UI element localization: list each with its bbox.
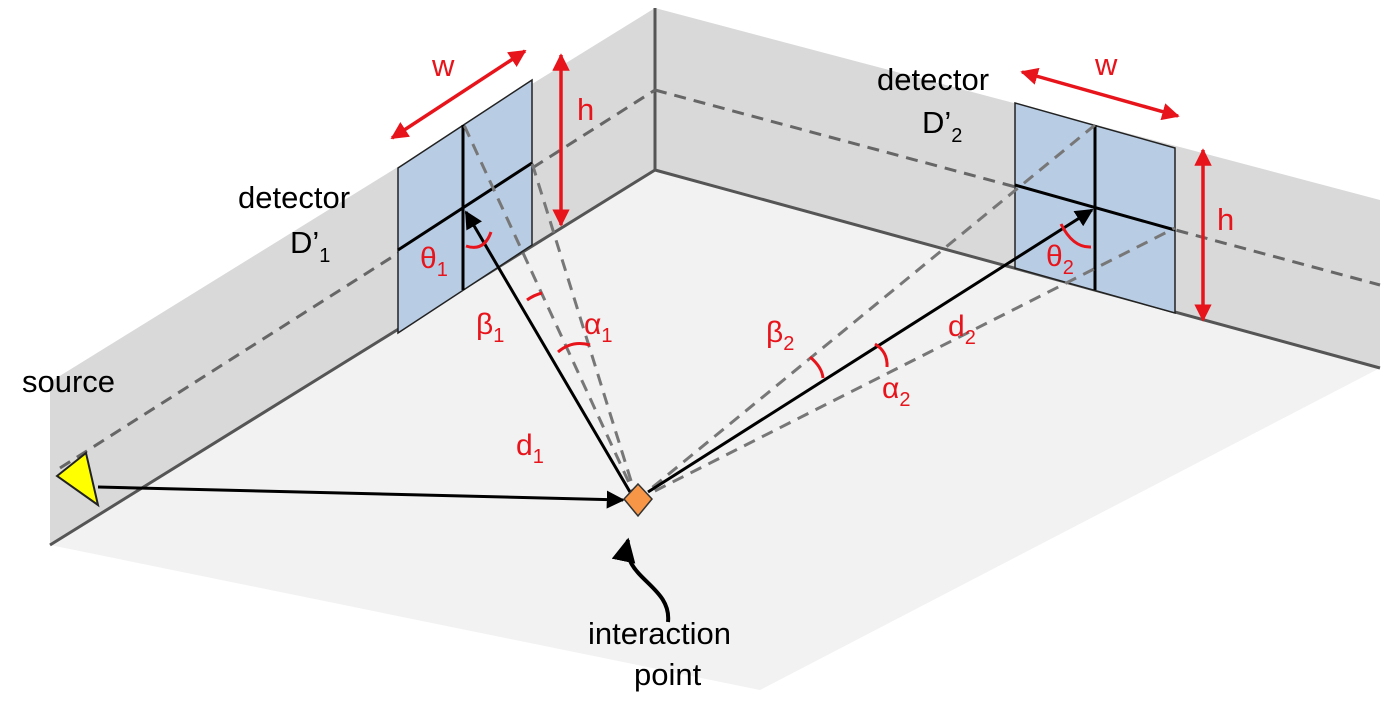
- floor: [50, 170, 1380, 690]
- interaction-label-line2: point: [634, 657, 702, 692]
- d1-label: d1: [516, 429, 544, 468]
- theta2-label: θ2: [1046, 240, 1074, 279]
- source-icon: [55, 451, 100, 508]
- interaction-pointer-arrow: [611, 537, 671, 623]
- detector1-word: detector: [238, 180, 350, 215]
- w1-arrow: [390, 49, 527, 140]
- detector2-word: detector: [877, 62, 989, 97]
- beta1-label: β1: [476, 308, 504, 347]
- alpha1-arc: [557, 342, 591, 354]
- ray-source-to-interaction: [97, 485, 625, 509]
- source-label: source: [22, 364, 115, 399]
- interaction-point-icon: [623, 482, 653, 518]
- w2-arrow: [1020, 67, 1180, 121]
- detector-1: [397, 78, 533, 335]
- theta1-arc: [465, 231, 493, 249]
- d2-label: d2: [948, 310, 976, 349]
- detector-2: [1014, 102, 1176, 314]
- beta2-arc: [809, 355, 825, 379]
- right-wall-dashed-line: [654, 88, 1381, 287]
- alpha2-label: α2: [882, 372, 910, 411]
- h2-label: h: [1217, 202, 1234, 237]
- ray-d2: [647, 208, 1094, 494]
- alpha2-arc: [874, 342, 889, 368]
- alpha1-label: α1: [584, 308, 612, 347]
- beta2-label: β2: [766, 316, 794, 355]
- detector1-name: D’1: [290, 225, 330, 267]
- ray-d1: [464, 210, 632, 493]
- theta1-label: θ1: [420, 242, 448, 281]
- theta2-arc: [1059, 223, 1092, 249]
- projection-lines: [462, 123, 1176, 502]
- h1-label: h: [577, 92, 594, 127]
- angle-arcs: [465, 223, 1092, 379]
- detector2-name: D’2: [922, 105, 962, 147]
- w1-label: w: [431, 48, 455, 83]
- interaction-label-line1: interaction: [588, 616, 731, 651]
- beta1-arc: [526, 291, 543, 302]
- w2-label: w: [1094, 47, 1118, 82]
